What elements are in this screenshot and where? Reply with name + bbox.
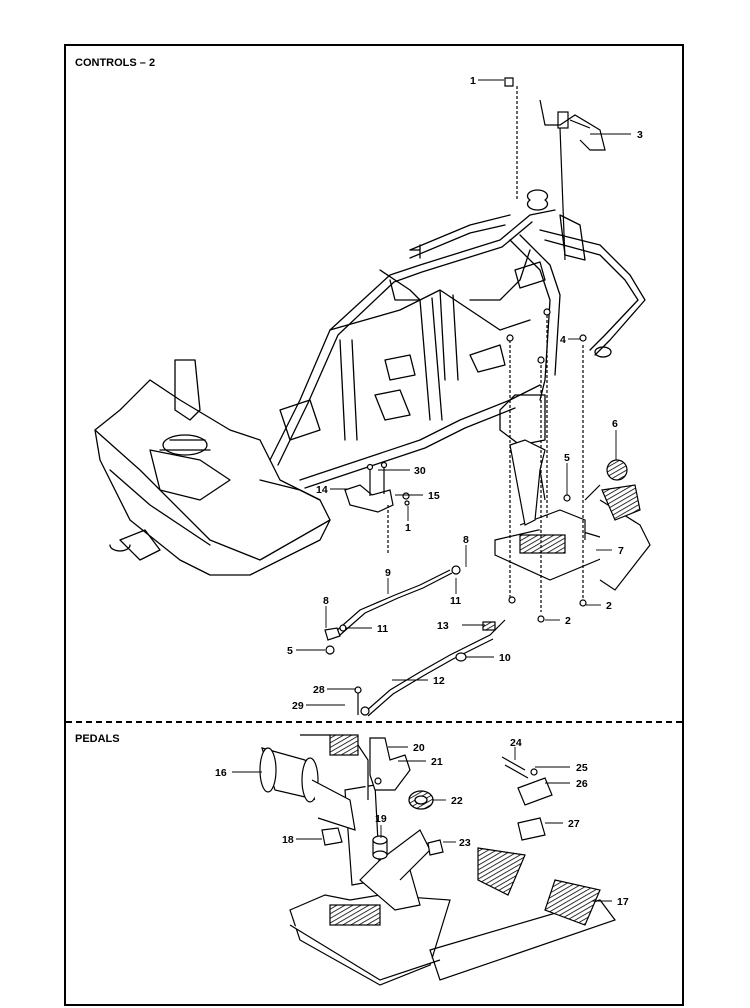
callout-20: 20 bbox=[413, 742, 425, 754]
callout-27: 27 bbox=[568, 818, 580, 830]
callout-8-right: 8 bbox=[463, 534, 469, 546]
section-divider bbox=[66, 721, 682, 723]
diagram-frame bbox=[64, 44, 684, 1006]
callout-25: 25 bbox=[576, 762, 588, 774]
switch-parts-24-26 bbox=[501, 756, 553, 806]
callout-7: 7 bbox=[618, 545, 624, 557]
callout-5-upper: 5 bbox=[564, 452, 570, 464]
leader-lines bbox=[232, 79, 631, 902]
callout-9: 9 bbox=[385, 567, 391, 579]
callout-3: 3 bbox=[637, 129, 643, 141]
cable-parts bbox=[324, 565, 506, 717]
callout-1-top: 1 bbox=[470, 75, 476, 87]
callout-11-left: 11 bbox=[377, 623, 388, 635]
callout-5-lower: 5 bbox=[287, 645, 293, 657]
clip-parts bbox=[321, 817, 546, 856]
callout-2-right: 2 bbox=[606, 600, 612, 612]
grip-sleeve-part-16 bbox=[259, 747, 356, 831]
switch-part-3 bbox=[539, 99, 606, 261]
pedal-pad-part-17 bbox=[477, 847, 601, 926]
roller-part-19 bbox=[372, 835, 388, 860]
callout-19: 19 bbox=[375, 813, 387, 825]
pedal-frame bbox=[289, 784, 616, 986]
callout-1-mid: 1 bbox=[405, 522, 411, 534]
callout-18: 18 bbox=[282, 834, 294, 846]
bolt-part-1-top bbox=[504, 77, 518, 200]
section-title-controls: CONTROLS – 2 bbox=[75, 57, 156, 69]
callout-23: 23 bbox=[459, 837, 471, 849]
callout-22: 22 bbox=[451, 795, 463, 807]
callout-29: 29 bbox=[292, 700, 304, 712]
chassis-frame bbox=[94, 189, 646, 576]
callout-8-left: 8 bbox=[323, 595, 329, 607]
collar-part-22 bbox=[408, 790, 434, 810]
section-title-pedals: PEDALS bbox=[75, 733, 120, 745]
callout-21: 21 bbox=[431, 756, 443, 768]
callout-16: 16 bbox=[215, 767, 227, 779]
bracket-part-21 bbox=[369, 737, 411, 791]
callout-15: 15 bbox=[428, 490, 440, 502]
callout-30: 30 bbox=[414, 465, 426, 477]
callout-6: 6 bbox=[612, 418, 618, 430]
callout-12: 12 bbox=[433, 675, 445, 687]
callout-28: 28 bbox=[313, 684, 325, 696]
callout-11-right: 11 bbox=[450, 595, 461, 607]
callout-labels: 1 3 4 6 5 30 14 15 1 7 8 9 8 11 11 2 2 1… bbox=[215, 75, 643, 908]
spring-part-20 bbox=[300, 734, 369, 800]
pedal-assembly-part-7 bbox=[494, 308, 651, 623]
callout-17: 17 bbox=[617, 896, 629, 908]
callout-13: 13 bbox=[437, 620, 449, 632]
callout-26: 26 bbox=[576, 778, 588, 790]
bracket-part-14 bbox=[344, 461, 410, 555]
callout-2-mid: 2 bbox=[565, 615, 571, 627]
callout-4: 4 bbox=[560, 334, 566, 346]
callout-14: 14 bbox=[316, 484, 328, 496]
callout-10: 10 bbox=[499, 652, 511, 664]
callout-24: 24 bbox=[510, 737, 522, 749]
